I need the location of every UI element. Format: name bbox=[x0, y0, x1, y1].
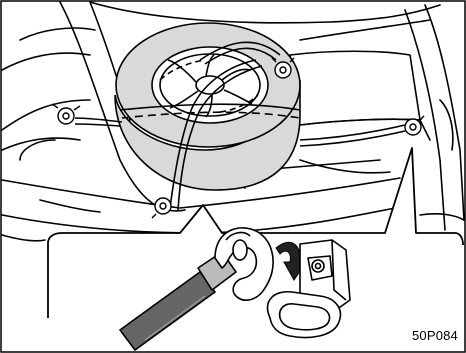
figure-code: 50P084 bbox=[412, 328, 458, 343]
wheel-hub bbox=[196, 76, 224, 94]
